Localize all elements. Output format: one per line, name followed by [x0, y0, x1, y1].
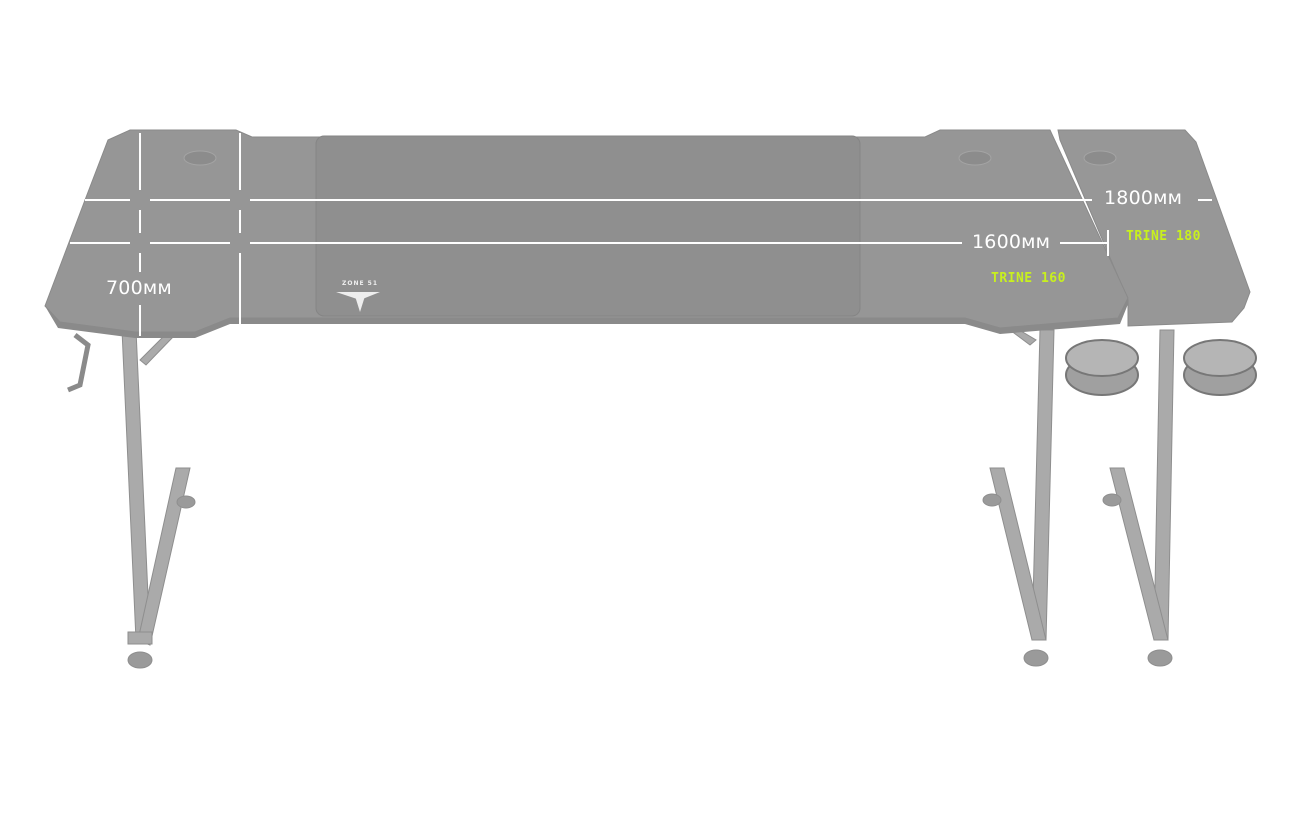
zone51-logo-icon	[336, 292, 380, 312]
desktop-1800	[1057, 129, 1251, 327]
model-label-small: TRINE 160	[991, 271, 1066, 286]
logo-text: ZONE 51	[342, 280, 379, 287]
dimension-width-1800: 1800мм	[1104, 187, 1183, 209]
cup-holders	[1065, 339, 1257, 396]
dimension-width-1600: 1600мм	[972, 231, 1051, 253]
dimension-depth: 700мм	[106, 277, 172, 299]
model-label-large: TRINE 180	[1126, 229, 1201, 244]
dimension-lines	[70, 133, 1212, 336]
mouse-pad	[315, 135, 861, 317]
desktop-edge	[45, 298, 1128, 338]
headphone-hook	[67, 333, 91, 393]
cable-grommets	[183, 150, 1117, 166]
desk-legs	[121, 327, 1175, 669]
